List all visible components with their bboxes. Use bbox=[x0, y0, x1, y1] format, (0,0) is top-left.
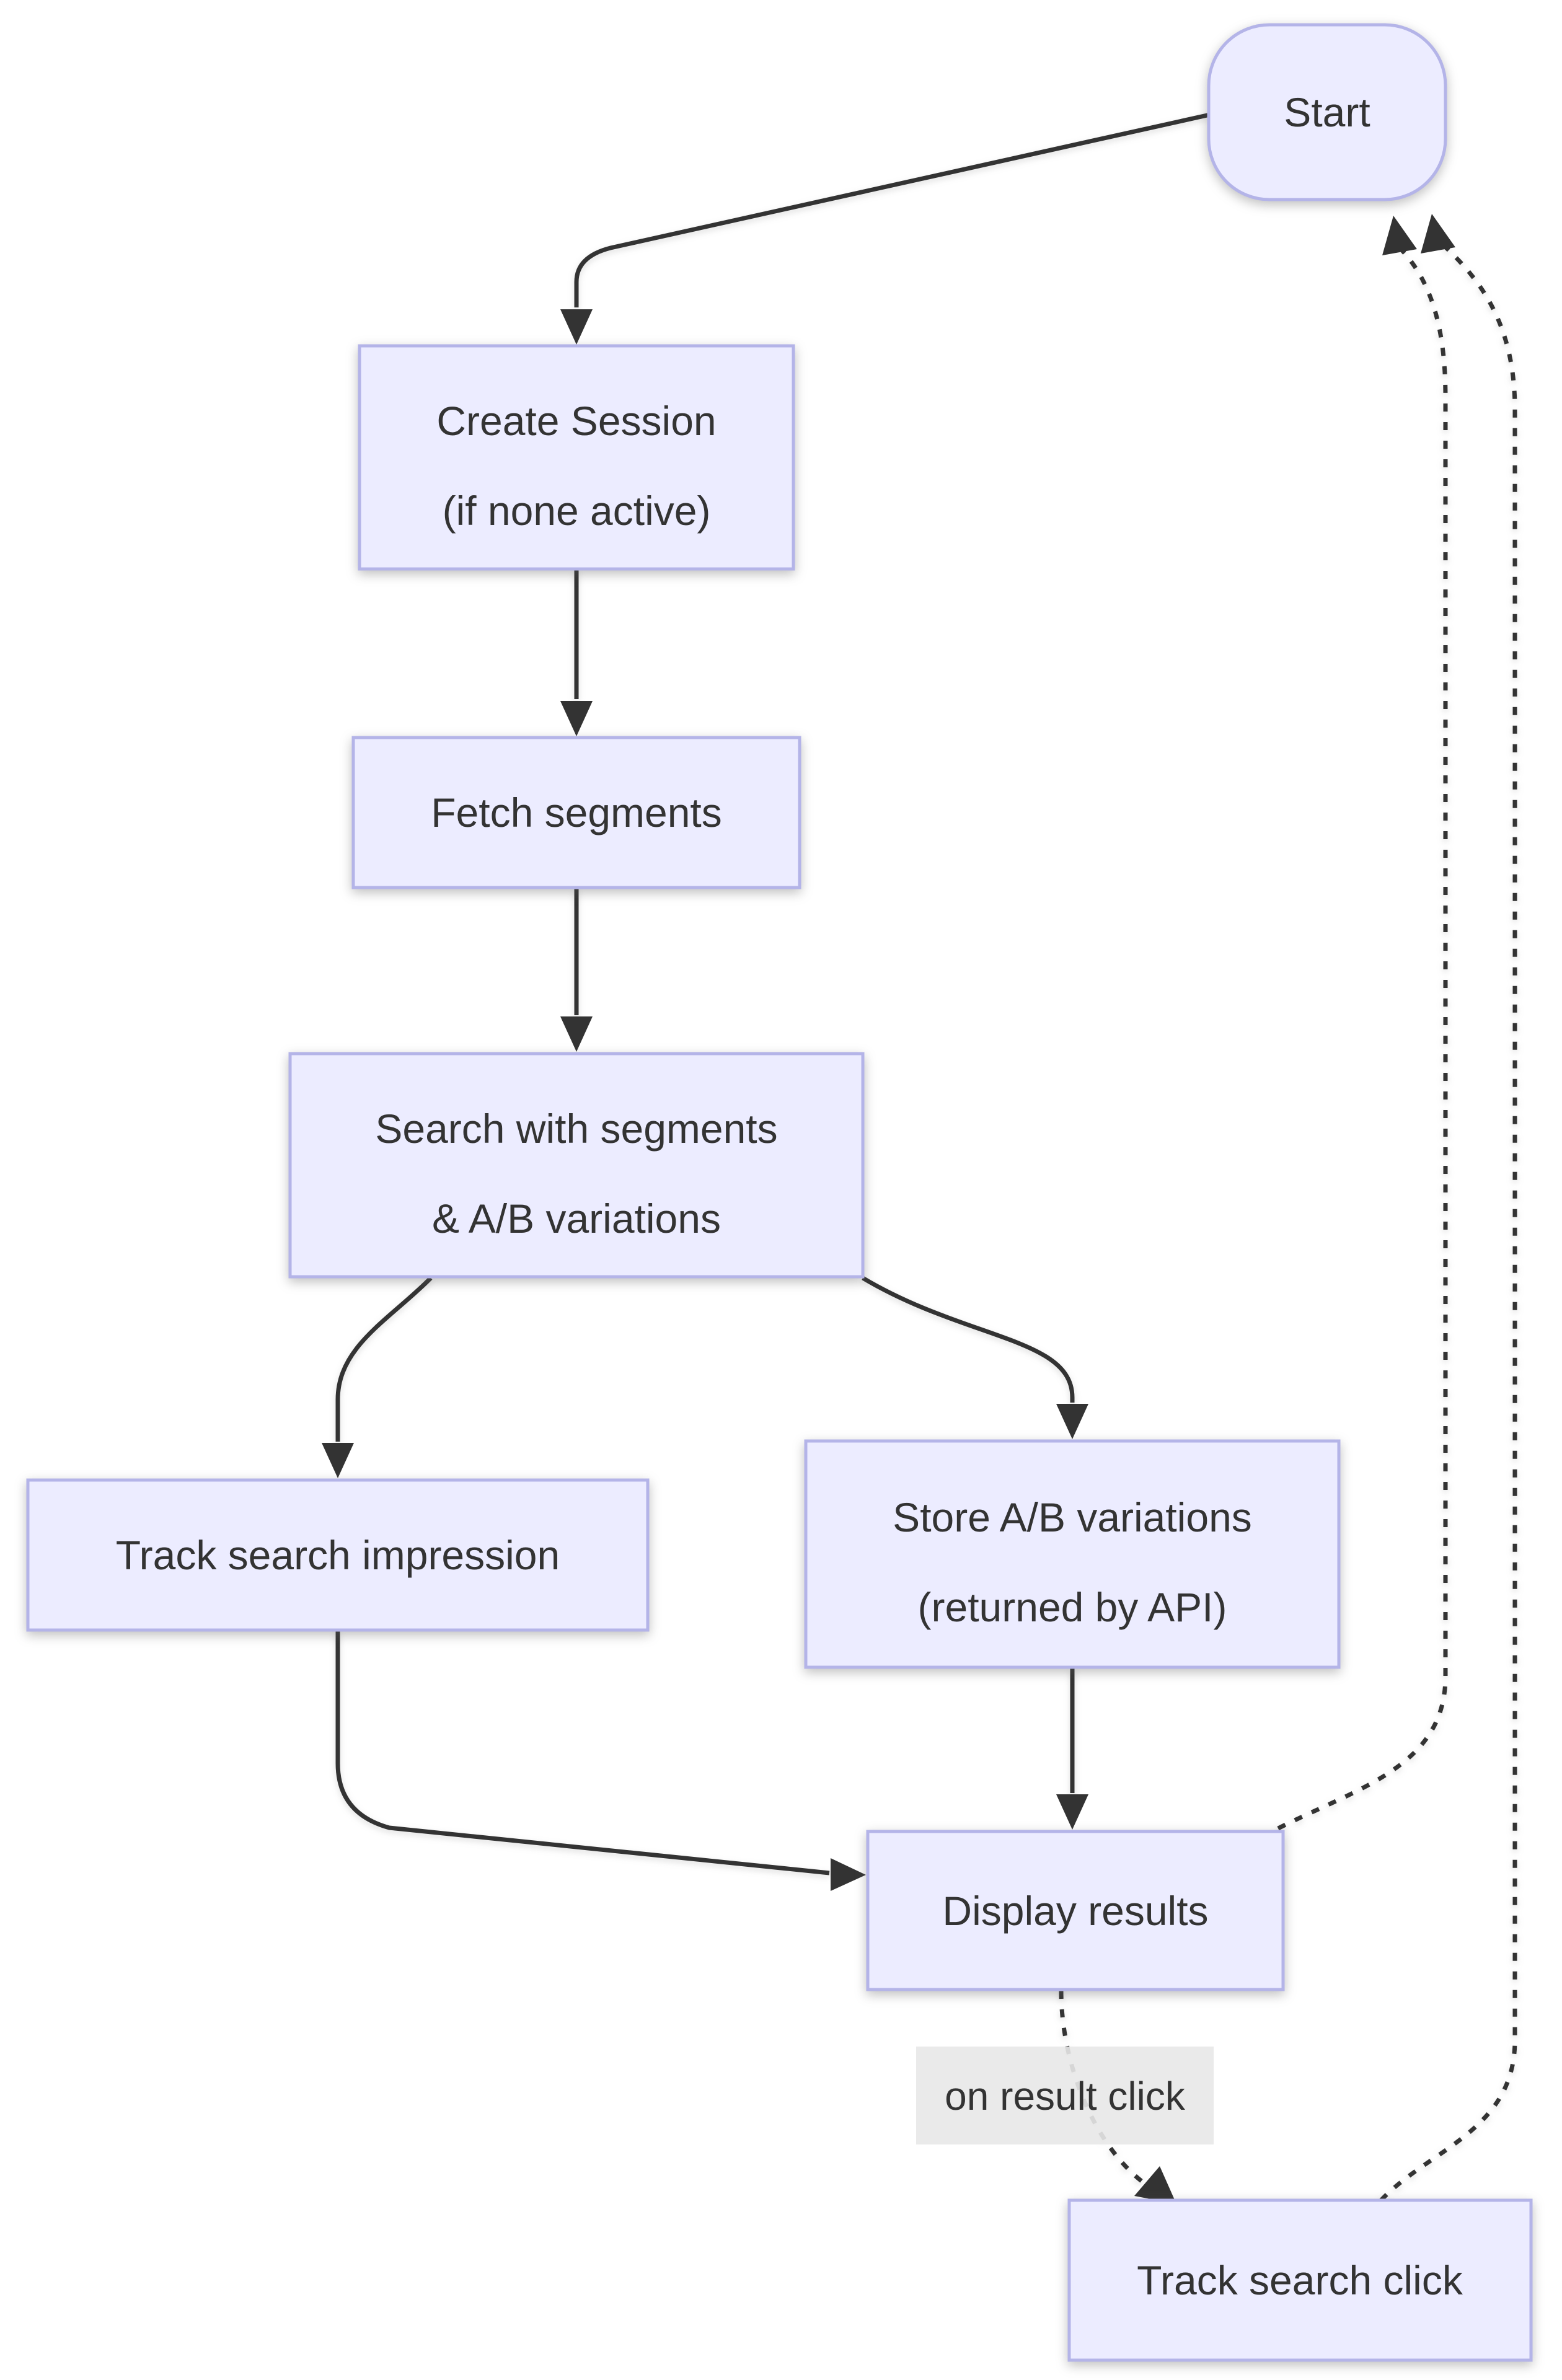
arrowhead-start-right bbox=[1421, 214, 1455, 253]
node-store-variations-line1: Store A/B variations bbox=[893, 1494, 1252, 1540]
node-search-shape bbox=[288, 1052, 865, 1279]
node-display-results-shape bbox=[866, 1830, 1285, 1991]
arrowhead-fetch-segments bbox=[560, 701, 593, 736]
node-start-label: Start bbox=[1284, 89, 1370, 135]
node-track-impression: Track search impression bbox=[26, 1478, 650, 1632]
node-create-session-shape bbox=[358, 344, 795, 571]
node-create-session-line2: (if none active) bbox=[443, 488, 711, 534]
arrowhead-track-impression bbox=[322, 1443, 354, 1478]
node-store-variations-shape bbox=[804, 1439, 1341, 1669]
edge-search-store-variations bbox=[862, 1276, 1075, 1403]
node-search-line1: Search with segments bbox=[375, 1106, 777, 1152]
node-search-line2: & A/B variations bbox=[432, 1196, 721, 1241]
node-store-variations: Store A/B variations (returned by API) bbox=[804, 1439, 1341, 1669]
arrowhead-start-left bbox=[1382, 216, 1417, 255]
node-start: Start bbox=[1207, 23, 1447, 201]
node-search: Search with segments & A/B variations bbox=[288, 1052, 865, 1279]
node-store-variations-line2: (returned by API) bbox=[918, 1584, 1227, 1630]
node-display-results-label: Display results bbox=[942, 1888, 1208, 1934]
edge-label-text: on result click bbox=[945, 2074, 1186, 2118]
arrowhead-create-session bbox=[560, 309, 593, 345]
node-create-session: Create Session (if none active) bbox=[358, 344, 795, 571]
edge-track-click-start bbox=[1379, 242, 1517, 2202]
arrowhead-search bbox=[560, 1016, 593, 1052]
node-fetch-segments: Fetch segments bbox=[351, 736, 801, 889]
edge-start-create-session bbox=[574, 112, 1211, 307]
edge-label-on-result-click: on result click bbox=[916, 2047, 1214, 2144]
node-track-click-label: Track search click bbox=[1137, 2257, 1463, 2303]
node-fetch-segments-shape bbox=[351, 736, 801, 889]
node-fetch-segments-label: Fetch segments bbox=[431, 790, 722, 835]
node-display-results: Display results bbox=[866, 1830, 1285, 1991]
node-create-session-line1: Create Session bbox=[436, 398, 716, 444]
edge-display-results-start bbox=[1277, 249, 1448, 1831]
node-track-click-shape bbox=[1067, 2198, 1533, 2362]
arrowhead-display-results-top bbox=[1056, 1794, 1088, 1830]
arrowhead-store-variations bbox=[1056, 1404, 1088, 1439]
arrowhead-track-click bbox=[1134, 2166, 1176, 2204]
edge-label-background bbox=[916, 2047, 1214, 2144]
arrowhead-display-results-left bbox=[831, 1858, 866, 1891]
node-start-shape bbox=[1207, 23, 1447, 201]
edge-track-impression-display-results bbox=[335, 1631, 830, 1875]
edge-layer bbox=[322, 112, 1517, 2204]
edge-search-track-impression bbox=[335, 1276, 433, 1442]
node-track-click: Track search click bbox=[1067, 2198, 1533, 2362]
node-track-impression-label: Track search impression bbox=[116, 1532, 560, 1578]
node-track-impression-shape bbox=[26, 1478, 650, 1632]
